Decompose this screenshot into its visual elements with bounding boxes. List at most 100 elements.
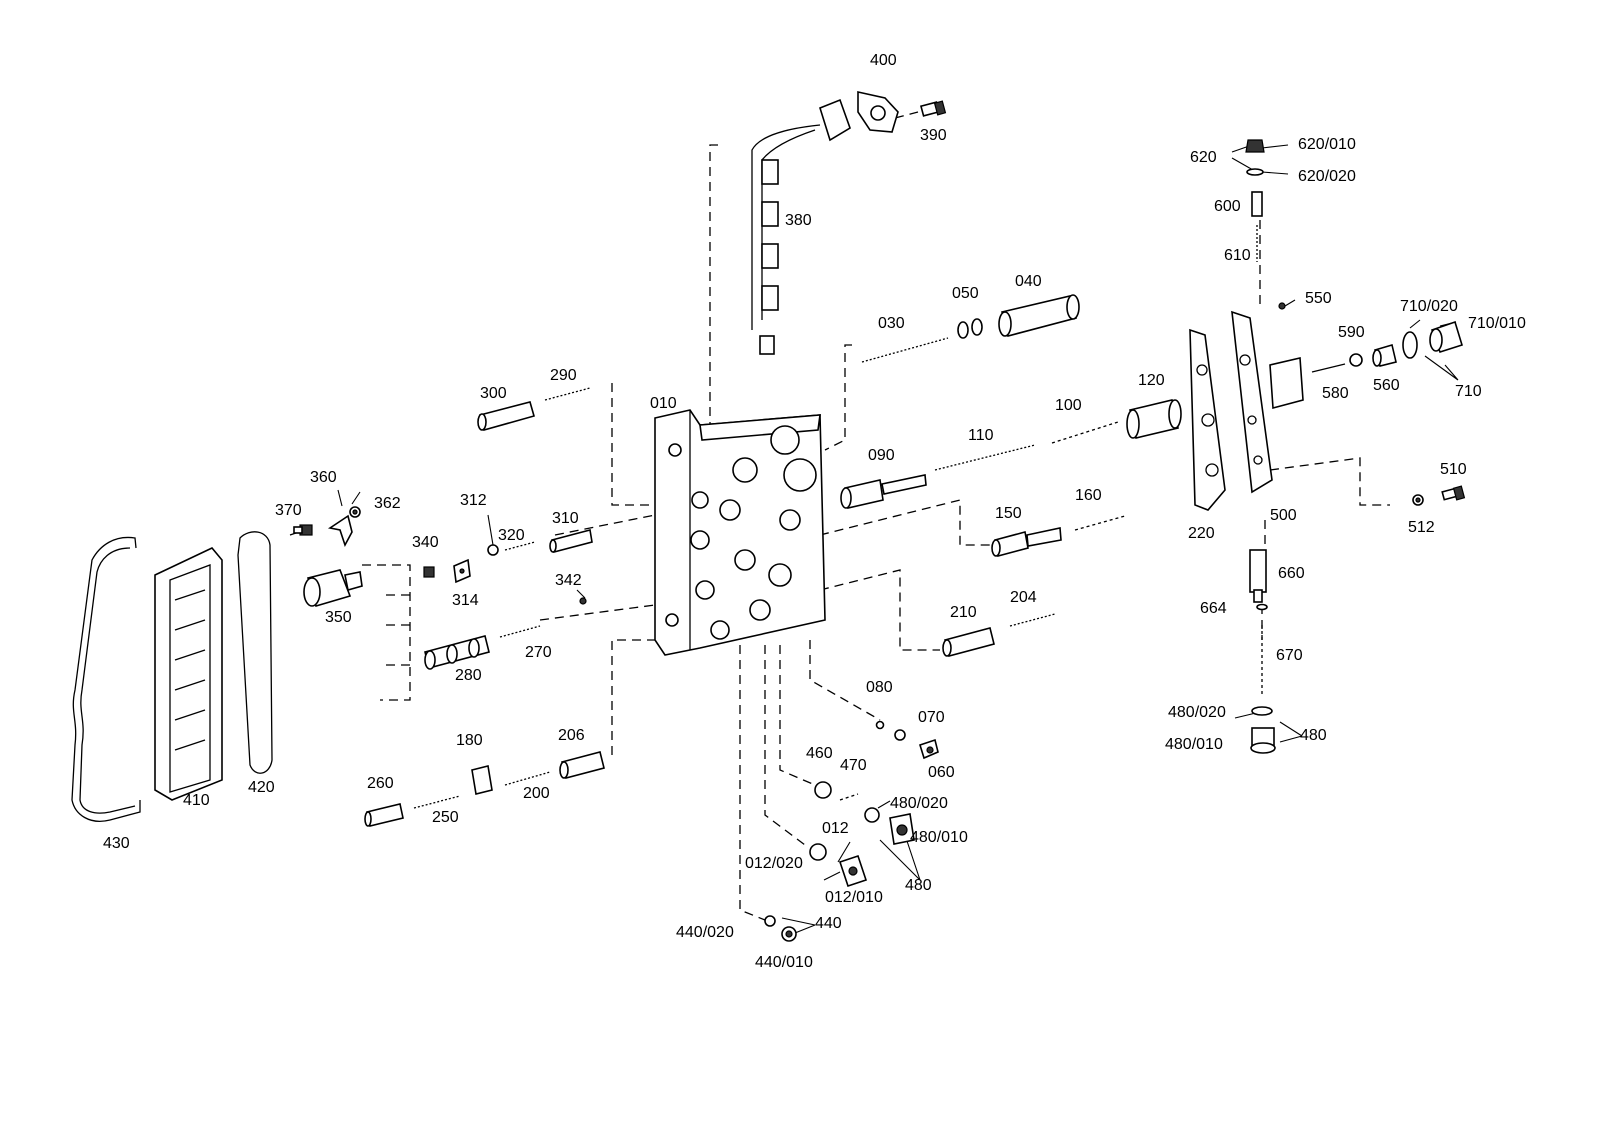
label-500: 500 — [1270, 507, 1297, 524]
part-110-spring — [934, 444, 1036, 471]
label-280: 280 — [455, 667, 482, 684]
label-710-020: 710/020 — [1400, 298, 1458, 315]
part-500-housing — [1231, 310, 1304, 494]
part-220-plate — [1189, 328, 1226, 511]
part-270-spring — [499, 625, 541, 638]
label-260: 260 — [367, 775, 394, 792]
part-310-valve — [549, 529, 593, 553]
label-270: 270 — [525, 644, 552, 661]
part-430-gasket — [71, 536, 141, 822]
label-480-020-a: 480/020 — [890, 795, 948, 812]
part-290-spring — [544, 387, 591, 401]
part-070-ring — [894, 729, 906, 741]
label-310: 310 — [552, 510, 579, 527]
part-312-ring — [487, 544, 499, 556]
label-012-010: 012/010 — [825, 889, 883, 906]
part-480-b-ring — [1251, 706, 1273, 716]
part-710-020-ring — [1402, 331, 1418, 359]
label-320: 320 — [498, 527, 525, 544]
label-090: 090 — [868, 447, 895, 464]
part-470-spring — [839, 793, 859, 801]
label-204: 204 — [1010, 589, 1037, 606]
label-590: 590 — [1338, 324, 1365, 341]
label-480-020-b: 480/020 — [1168, 704, 1226, 721]
part-340-screw — [423, 566, 435, 578]
part-250-spring — [413, 795, 461, 809]
part-600-pin — [1251, 191, 1263, 217]
label-440-020: 440/020 — [676, 924, 734, 941]
label-012: 012 — [822, 820, 849, 837]
part-420-gasket — [237, 531, 273, 774]
label-120: 120 — [1138, 372, 1165, 389]
label-620-020: 620/020 — [1298, 168, 1356, 185]
label-710-010: 710/010 — [1468, 315, 1526, 332]
part-080-ring — [875, 720, 885, 730]
label-670: 670 — [1276, 647, 1303, 664]
part-410-filter — [154, 547, 223, 801]
part-620-020-ring — [1246, 168, 1264, 176]
part-710-010-plug — [1429, 320, 1463, 353]
part-480-a-ring — [864, 807, 880, 823]
label-710: 710 — [1455, 383, 1482, 400]
label-012-020: 012/020 — [745, 855, 803, 872]
part-370-screw — [293, 524, 313, 536]
part-512-washer — [1412, 494, 1424, 506]
label-314: 314 — [452, 592, 479, 609]
part-440-010-plug — [781, 926, 797, 942]
label-440-010: 440/010 — [755, 954, 813, 971]
label-160: 160 — [1075, 487, 1102, 504]
label-180: 180 — [456, 732, 483, 749]
part-160-spring — [1074, 515, 1126, 531]
label-480-010-b: 480/010 — [1165, 736, 1223, 753]
label-110: 110 — [968, 427, 994, 444]
label-050: 050 — [952, 285, 979, 302]
label-350: 350 — [325, 609, 352, 626]
label-620: 620 — [1190, 149, 1217, 166]
label-250: 250 — [432, 809, 459, 826]
part-012-020-ring — [809, 843, 827, 861]
label-430: 430 — [103, 835, 130, 852]
label-420: 420 — [248, 779, 275, 796]
part-550-ball — [1278, 302, 1286, 310]
label-480-a: 480 — [905, 877, 932, 894]
part-120-sleeve — [1126, 399, 1182, 439]
part-362-washer — [349, 506, 361, 518]
label-030: 030 — [878, 315, 905, 332]
label-400: 400 — [870, 52, 897, 69]
part-090-valve — [840, 474, 927, 509]
label-210: 210 — [950, 604, 977, 621]
part-560-plug — [1372, 343, 1397, 367]
label-440: 440 — [815, 915, 842, 932]
label-200: 200 — [523, 785, 550, 802]
part-480-b-plug — [1250, 727, 1276, 754]
part-664-ring — [1256, 603, 1268, 611]
label-550: 550 — [1305, 290, 1332, 307]
part-510-screw — [1441, 485, 1466, 501]
label-040: 040 — [1015, 273, 1042, 290]
part-590-nut — [1349, 353, 1363, 367]
label-360: 360 — [310, 469, 337, 486]
label-150: 150 — [995, 505, 1022, 522]
label-664: 664 — [1200, 600, 1227, 617]
part-030-spring — [861, 337, 949, 363]
label-512: 512 — [1408, 519, 1435, 536]
label-290: 290 — [550, 367, 577, 384]
label-220: 220 — [1188, 525, 1215, 542]
label-660: 660 — [1278, 565, 1305, 582]
part-204-spring — [1009, 613, 1056, 627]
part-050-rings — [957, 318, 983, 339]
label-300: 300 — [480, 385, 507, 402]
label-620-010: 620/010 — [1298, 136, 1356, 153]
label-460: 460 — [806, 745, 833, 762]
label-510: 510 — [1440, 461, 1467, 478]
part-350-solenoid — [303, 569, 363, 607]
label-070: 070 — [918, 709, 945, 726]
label-100: 100 — [1055, 397, 1082, 414]
label-600: 600 — [1214, 198, 1241, 215]
part-440-020-ring — [764, 915, 776, 927]
part-480-a-plug — [889, 813, 915, 845]
part-012-010-plug — [838, 854, 868, 888]
part-580-pin — [1311, 363, 1346, 373]
